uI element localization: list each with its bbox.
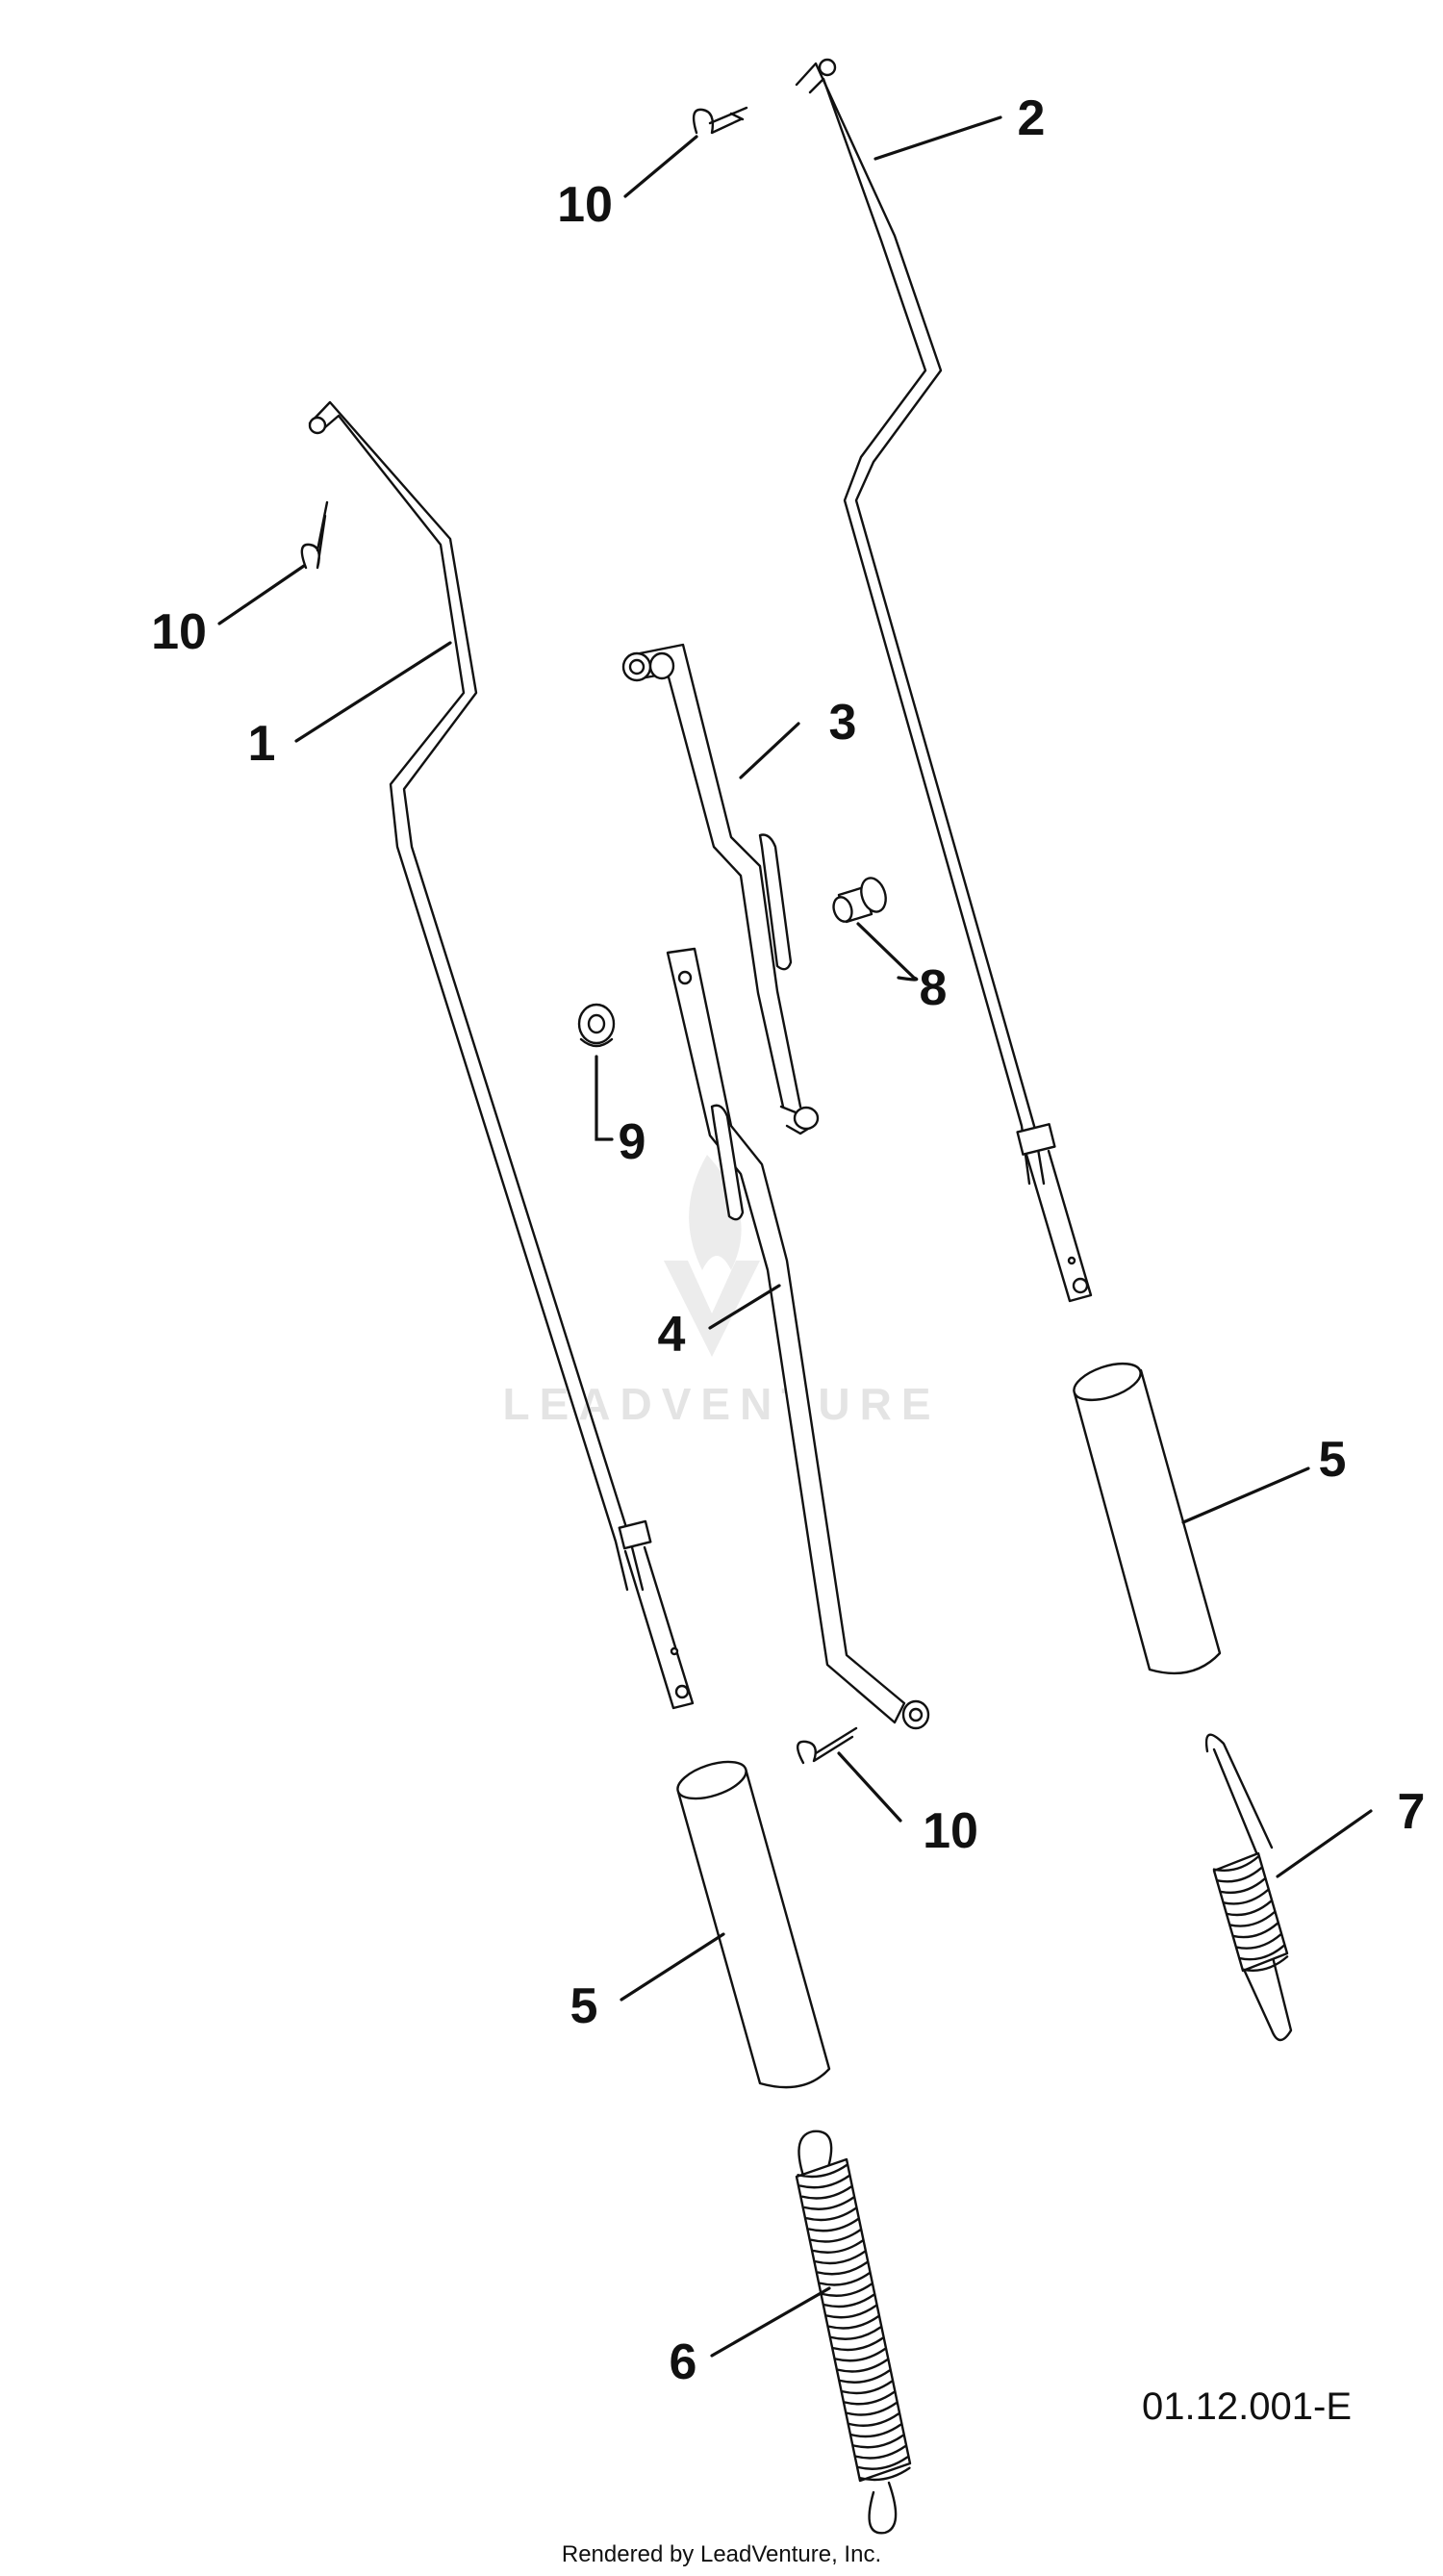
- part-5-grip-upper[interactable]: [1070, 1357, 1222, 1675]
- spring-coil: [798, 2174, 850, 2189]
- spring-coil: [841, 2380, 894, 2395]
- leader-3: [739, 722, 800, 779]
- spring-coil: [797, 2163, 848, 2179]
- spring-coil: [821, 2283, 873, 2297]
- spring-coil: [823, 2293, 875, 2308]
- callout-10c: 10: [923, 1803, 978, 1859]
- spring-coil: [810, 2229, 862, 2243]
- callout-7: 7: [1398, 1784, 1426, 1840]
- spring-coil: [1216, 1866, 1263, 1883]
- callout-4: 4: [658, 1307, 686, 1363]
- leader-1: [294, 641, 452, 743]
- spring-coil: [846, 2402, 898, 2416]
- spring-coil: [812, 2239, 864, 2254]
- callout-labels: 1 2 3 4 5 5 6 7 8 9 10 10 10: [151, 90, 1425, 2390]
- callout-10b: 10: [151, 604, 207, 660]
- spring-coil: [1231, 1922, 1279, 1939]
- part-3-link[interactable]: [621, 643, 820, 1135]
- spring-coil: [819, 2272, 871, 2286]
- leader-8: [856, 922, 919, 982]
- spring-coil: [830, 2326, 882, 2340]
- part-1-rod[interactable]: [308, 400, 695, 1710]
- spring-coil: [854, 2445, 907, 2460]
- spring-coil: [832, 2336, 884, 2352]
- part-2-rod[interactable]: [795, 58, 1093, 1303]
- spring-coil: [827, 2315, 880, 2330]
- leader-5a: [1181, 1467, 1310, 1524]
- spring-coil: [848, 2412, 900, 2427]
- footer-rendered-by: Rendered by LeadVenture, Inc.: [562, 2541, 881, 2567]
- spring-coil: [817, 2260, 869, 2276]
- part-8-pin[interactable]: [830, 875, 890, 924]
- spring-coil: [814, 2250, 867, 2265]
- leader-10a: [623, 135, 698, 198]
- diagram-code: 01.12.001-E: [1142, 2385, 1352, 2428]
- spring-coil: [850, 2423, 902, 2438]
- part-9-nut[interactable]: [577, 1003, 616, 1048]
- leader-9: [595, 1055, 614, 1141]
- spring-coil: [1235, 1933, 1282, 1950]
- spring-coil: [1228, 1910, 1276, 1927]
- leader-10c: [837, 1751, 902, 1823]
- spring-coil: [1226, 1900, 1273, 1917]
- callout-2: 2: [1018, 90, 1046, 146]
- part-7-spring[interactable]: [1204, 1733, 1293, 2042]
- spring-coil: [807, 2217, 860, 2232]
- part-6-spring[interactable]: [795, 2130, 912, 2535]
- spring-coil: [844, 2390, 896, 2406]
- spring-coil: [834, 2347, 887, 2362]
- spring-coil: [837, 2359, 889, 2373]
- spring-coil: [1222, 1888, 1270, 1905]
- spring-coil: [839, 2369, 891, 2384]
- part-10-clip-top[interactable]: [692, 106, 748, 135]
- leader-6: [710, 2286, 831, 2358]
- spring-coil: [1212, 1855, 1260, 1872]
- spring-coil: [805, 2206, 857, 2222]
- leadventure-watermark: LEADVENTURE: [502, 1155, 940, 1429]
- part-4-link[interactable]: [666, 947, 930, 1730]
- leader-lines: [217, 115, 1373, 2358]
- callout-3: 3: [829, 695, 857, 751]
- spring-6-coils: [797, 2163, 911, 2482]
- callout-9: 9: [619, 1114, 646, 1170]
- leader-4: [708, 1284, 781, 1330]
- callout-5b: 5: [570, 1978, 598, 2034]
- leader-10b: [217, 564, 306, 625]
- spring-coil: [1238, 1944, 1285, 1961]
- spring-coil: [852, 2434, 904, 2449]
- watermark-text: LEADVENTURE: [502, 1379, 940, 1429]
- callout-1: 1: [248, 716, 276, 772]
- spring-coil: [857, 2456, 909, 2470]
- leader-2: [873, 115, 1002, 161]
- spring-7-coils: [1212, 1855, 1289, 1972]
- part-10-clip-bottom[interactable]: [797, 1726, 858, 1765]
- spring-coil: [859, 2466, 911, 2482]
- part-5-grip-lower[interactable]: [673, 1754, 831, 2089]
- leader-7: [1276, 1809, 1373, 1878]
- spring-coil: [803, 2196, 855, 2210]
- callout-5a: 5: [1319, 1432, 1347, 1488]
- callout-6: 6: [670, 2334, 697, 2390]
- callout-8: 8: [920, 960, 948, 1016]
- leader-5b: [620, 1932, 725, 2002]
- spring-coil: [825, 2304, 877, 2319]
- spring-coil: [1241, 1955, 1289, 1972]
- spring-coil: [1219, 1877, 1266, 1895]
- spring-coil: [800, 2185, 853, 2200]
- part-10-clip-left[interactable]: [300, 500, 329, 570]
- callout-10a: 10: [557, 177, 613, 233]
